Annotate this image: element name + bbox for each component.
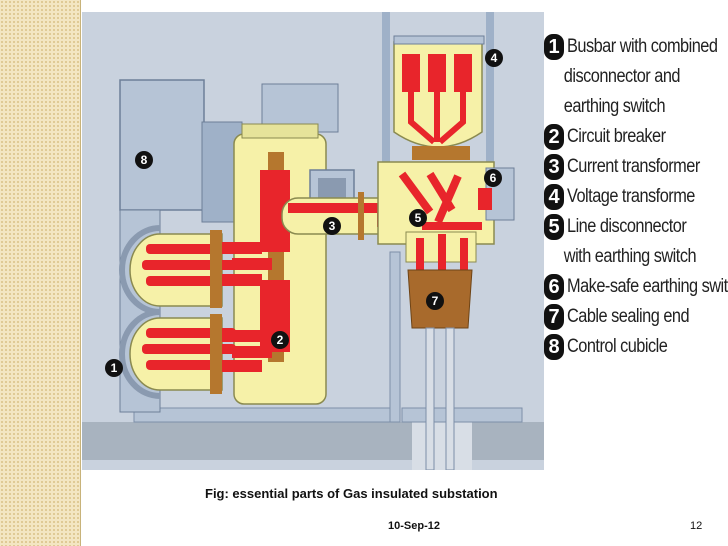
legend-background — [544, 12, 722, 470]
legend-number: 5 — [544, 214, 564, 240]
cable-support-left — [389, 251, 401, 423]
busbar-frame-right — [486, 12, 494, 172]
svg-text:1: 1 — [111, 361, 118, 375]
legend-label: Line disconnector — [567, 216, 687, 237]
legend-number: 6 — [544, 274, 564, 300]
svg-text:3: 3 — [329, 219, 336, 233]
marker-2: 2 — [271, 331, 289, 349]
busbar-frame-left — [382, 12, 390, 172]
marker-3: 3 — [323, 217, 341, 235]
marker-8: 8 — [135, 151, 153, 169]
marker-7: 7 — [426, 292, 444, 310]
left-band-divider — [80, 0, 81, 546]
dome-frame-lower — [119, 309, 161, 399]
cable-2 — [445, 327, 455, 470]
lower-termination-conductors — [142, 314, 262, 394]
svg-text:8: 8 — [141, 153, 148, 167]
gis-diagram-svg: 1 2 3 4 5 6 7 8 — [82, 12, 722, 470]
vt-tank-1 — [402, 54, 420, 92]
marker-1: 1 — [105, 359, 123, 377]
vt-top-cover — [393, 35, 485, 45]
legend-label: Circuit breaker — [567, 126, 666, 147]
legend-number: 1 — [544, 34, 564, 60]
page-number: 12 — [690, 520, 703, 532]
legend-label-continued: disconnector and — [563, 66, 681, 87]
legend-label: Control cubicle — [567, 336, 668, 357]
marker-6: 6 — [484, 169, 502, 187]
legend-label: Voltage transforme — [567, 186, 695, 207]
legend-label: Make-safe earthing switch — [567, 276, 728, 297]
tube-flange-1 — [358, 192, 364, 240]
vt-tank-2 — [428, 54, 446, 92]
disconnector-conductors — [398, 171, 482, 230]
vt-tank-3 — [454, 54, 472, 92]
cable-1 — [425, 327, 435, 470]
gis-diagram: 1 2 3 4 5 6 7 8 — [82, 12, 722, 470]
upper-termination-conductors — [142, 230, 262, 308]
legend-number: 7 — [544, 304, 564, 330]
marker-5: 5 — [409, 209, 427, 227]
legend-label: Current transformer — [567, 156, 700, 177]
ground-slab — [82, 422, 544, 460]
left-decorative-band — [0, 0, 80, 546]
busbar-leads — [408, 92, 466, 145]
cable-end-conductors — [416, 234, 468, 272]
earthing-switch-contact — [478, 188, 492, 210]
breaker-tank-cap — [241, 123, 319, 139]
svg-text:5: 5 — [415, 211, 422, 225]
svg-text:2: 2 — [277, 333, 284, 347]
legend-label-continued: with earthing switch — [563, 246, 697, 267]
svg-text:4: 4 — [491, 51, 498, 65]
floor-trench — [412, 422, 472, 470]
dome-frame-upper — [119, 225, 161, 315]
breaker-link-lower — [232, 346, 272, 358]
legend-number: 8 — [544, 334, 564, 360]
footer-date: 10-Sep-12 — [388, 520, 440, 532]
legend-number: 2 — [544, 124, 564, 150]
control-cubicle — [119, 79, 205, 211]
breaker-link-upper — [232, 258, 272, 270]
legend-label-continued: earthing switch — [563, 96, 666, 117]
svg-text:6: 6 — [490, 171, 497, 185]
legend-number: 3 — [544, 154, 564, 180]
busbar-disconnector — [412, 146, 470, 160]
base-frame-right — [401, 407, 523, 423]
legend-label: Cable sealing end — [567, 306, 690, 327]
marker-4: 4 — [485, 49, 503, 67]
legend-label: Busbar with combined — [567, 36, 718, 57]
svg-text:7: 7 — [432, 294, 439, 308]
figure-caption: Fig: essential parts of Gas insulated su… — [205, 486, 498, 501]
base-frame — [133, 407, 393, 423]
legend-number: 4 — [544, 184, 564, 210]
